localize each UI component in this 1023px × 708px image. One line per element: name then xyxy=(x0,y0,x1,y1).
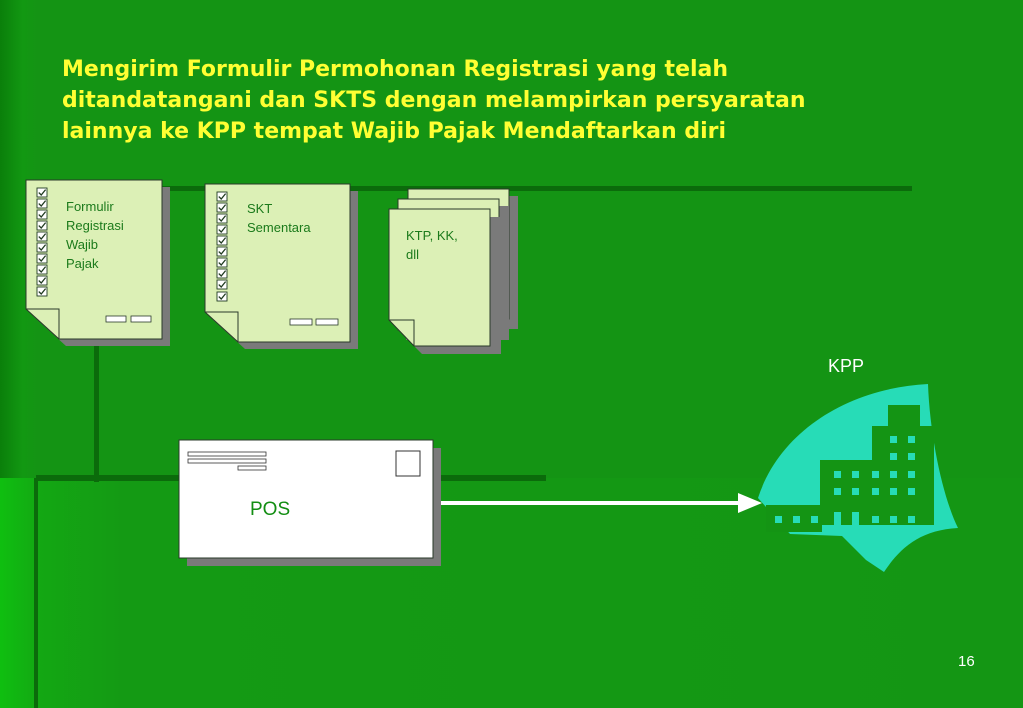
document-formulir-registrasi xyxy=(25,179,170,346)
document-ktp-kk xyxy=(388,188,518,354)
document-skt-sementara xyxy=(204,183,358,349)
slide-title: Mengirim Formulir Permohonan Registrasi … xyxy=(62,57,806,144)
document-label-formulir: Formulir Registrasi Wajib Pajak xyxy=(66,199,124,271)
stacked-documents-icon xyxy=(388,188,518,354)
background-shadow-line xyxy=(34,478,38,708)
page-number: 16 xyxy=(958,653,975,670)
kpp-label: KPP xyxy=(828,356,865,376)
envelope-icon xyxy=(187,450,421,477)
document-label-skt: SKT Sementara xyxy=(247,201,311,235)
envelope-pos xyxy=(178,439,441,566)
document-label-ktp: KTP, KK, dll xyxy=(406,228,458,262)
office-building-icon xyxy=(758,384,958,572)
envelope-label: POS xyxy=(250,499,291,520)
arrow-right-icon xyxy=(441,493,762,513)
